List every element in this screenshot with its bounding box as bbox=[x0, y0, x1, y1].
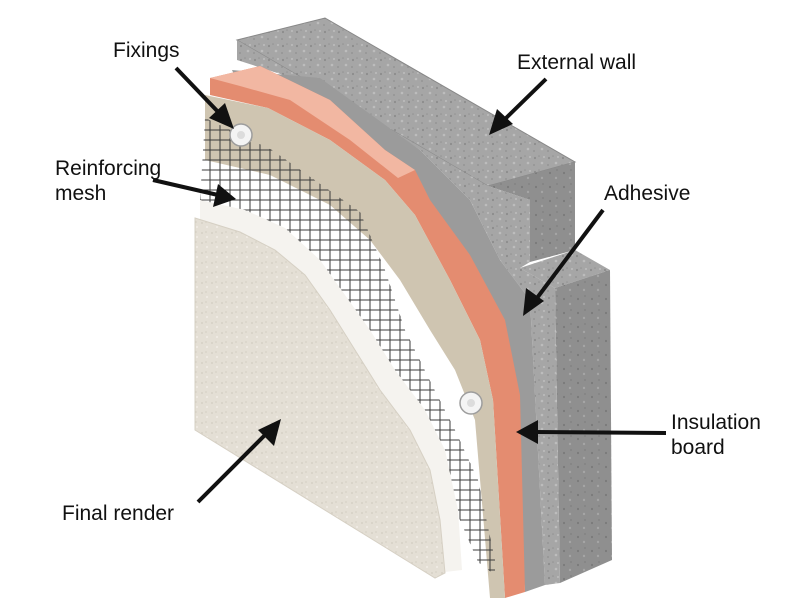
label-insulation-board-line1: Insulation bbox=[671, 411, 761, 434]
basecoat-layer bbox=[205, 95, 505, 598]
arrow-final-render bbox=[196, 419, 281, 504]
label-insulation-board: Insulation board bbox=[671, 410, 761, 460]
label-reinforcing-mesh: Reinforcing mesh bbox=[55, 156, 161, 206]
arrow-insulation-board bbox=[516, 420, 667, 444]
adhesive-layer bbox=[232, 70, 545, 592]
fixing-top bbox=[229, 123, 253, 147]
arrow-adhesive bbox=[523, 208, 605, 316]
arrow-fixings bbox=[174, 66, 234, 129]
wall-side-face bbox=[488, 162, 575, 262]
label-insulation-board-line2: board bbox=[671, 436, 725, 459]
insulation-board-top bbox=[210, 66, 415, 178]
label-fixings: Fixings bbox=[113, 39, 180, 62]
label-reinforcing-mesh-line2: mesh bbox=[55, 182, 107, 205]
wall-lower-side bbox=[555, 270, 612, 583]
wall-lower-top bbox=[520, 250, 610, 288]
label-reinforcing-mesh-line1: Reinforcing bbox=[55, 157, 162, 180]
final-render-layer bbox=[194, 217, 446, 579]
label-external-wall: External wall bbox=[517, 51, 637, 74]
fixing-lower bbox=[459, 391, 483, 415]
arrow-external-wall bbox=[489, 77, 548, 135]
label-final-render: Final render bbox=[62, 502, 175, 525]
arrow-reinforcing-mesh bbox=[152, 178, 236, 207]
label-adhesive: Adhesive bbox=[604, 182, 691, 205]
